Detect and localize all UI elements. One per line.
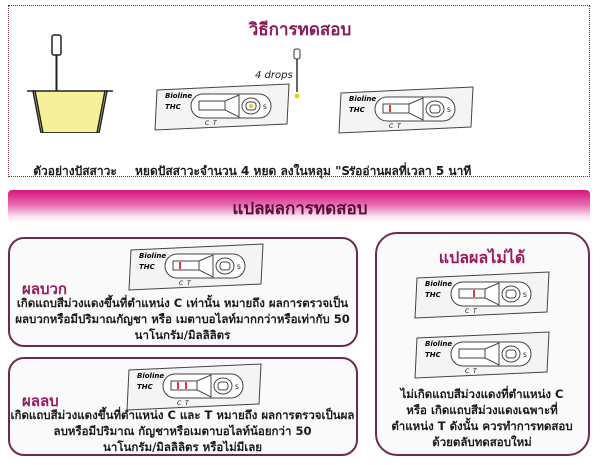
cassette-c-label: C xyxy=(465,308,470,315)
positive-title: ผลบวก xyxy=(22,280,68,298)
cassette-brand: Bioline xyxy=(349,95,376,103)
cassette-brand: Bioline xyxy=(425,340,452,348)
text-line: เกิดแถบสีม่วงแดงขึ้นที่ตำแหน่ง C เท่านั้… xyxy=(16,296,349,310)
method-title: วิธีการทดสอบ xyxy=(248,20,352,40)
text-line: ด้วยตลับทดสอบใหม่ xyxy=(432,435,532,449)
negative-description: เกิดแถบสีม่วงแดงขึ้นที่ตำแหน่ง C และ T ห… xyxy=(10,407,355,455)
test-cassette: Bioline THC S C T xyxy=(125,362,263,416)
cassette-s-label: S xyxy=(235,384,239,391)
invalid-title: แปลผลไม่ได้ xyxy=(438,248,526,267)
cassette-s-label: S xyxy=(237,264,241,271)
test-cassette: Bioline THC S C T xyxy=(153,82,291,136)
cassette-t-label: T xyxy=(397,123,402,130)
cassette-t-label: T xyxy=(185,400,190,407)
text-line: ลบหรือมีปริมาณ กัญชาหรือเมตาบอไลท์น้อยกว… xyxy=(53,424,312,438)
text-line: นาโนกรัม/มิลลิลิตร xyxy=(134,328,231,342)
urine-cup-illustration xyxy=(27,34,113,133)
text-line: ตำแหน่ง T ดังนั้น ควรทำการทดสอบ xyxy=(391,419,573,433)
text-line: นาโนกรัม/มิลลิลิตร หรือไม่มีเลย xyxy=(103,440,262,454)
cassette-c-label: C xyxy=(179,280,184,287)
test-cassette: Bioline THC S C T xyxy=(413,330,551,384)
cassette-product: THC xyxy=(139,263,156,271)
dropper-icon xyxy=(293,48,301,99)
test-cassette: Bioline THC S C T xyxy=(127,242,265,296)
cassette-t-label: T xyxy=(473,368,478,375)
test-cassette: Bioline THC S C T xyxy=(413,270,551,324)
positive-description: เกิดแถบสีม่วงแดงขึ้นที่ตำแหน่ง C เท่านั้… xyxy=(10,295,355,343)
text-line: ไม่เกิดแถบสีม่วงแดงที่ตำแหน่ง C xyxy=(400,387,564,401)
cassette-brand: Bioline xyxy=(425,280,452,288)
negative-title: ผลลบ xyxy=(22,392,59,410)
cassette-s-label: S xyxy=(263,104,267,111)
cassette-brand: Bioline xyxy=(165,92,192,100)
cassette-s-label: S xyxy=(523,292,527,299)
text-line: หรือ เกิดแถบสีม่วงแดงเฉพาะที่ xyxy=(406,403,558,417)
drops-annotation: 4 drops xyxy=(255,70,293,81)
interpretation-title: แปลผลการทดสอบ xyxy=(232,199,368,219)
cassette-t-label: T xyxy=(187,280,192,287)
cassette-c-label: C xyxy=(177,400,182,407)
cassette-t-label: T xyxy=(473,308,478,315)
urine-drop xyxy=(249,104,253,108)
cassette-c-label: C xyxy=(205,120,210,127)
cassette-c-label: C xyxy=(465,368,470,375)
cassette-product: THC xyxy=(165,103,182,111)
cassette-brand: Bioline xyxy=(139,252,166,260)
step1-caption: ตัวอย่างปัสสาวะ xyxy=(33,164,117,178)
cassette-t-label: T xyxy=(213,120,218,127)
cassette-product: THC xyxy=(425,351,442,359)
cassette-product: THC xyxy=(349,106,366,114)
cassette-brand: Bioline xyxy=(137,372,164,380)
cassette-s-label: S xyxy=(447,107,451,114)
cassette-c-label: C xyxy=(389,123,394,130)
test-method-panel xyxy=(8,5,590,177)
interpretation-banner xyxy=(8,190,590,223)
step3-caption: รออ่านผลที่เวลา 5 นาที xyxy=(348,164,472,178)
text-line: เกิดแถบสีม่วงแดงขึ้นที่ตำแหน่ง C และ T ห… xyxy=(10,408,355,422)
cassette-s-label: S xyxy=(523,352,527,359)
text-line: ผลบวกหรือมีปริมาณกัญชา หรือ เมตาบอไลท์มา… xyxy=(15,312,350,326)
step2-caption: หยดปัสสาวะจำนวน 4 หยด ลงในหลุม "S" xyxy=(135,164,357,178)
invalid-description: ไม่เกิดแถบสีม่วงแดงที่ตำแหน่ง C หรือ เกิ… xyxy=(377,386,587,450)
test-cassette: Bioline THC S C T xyxy=(337,85,475,139)
cassette-product: THC xyxy=(425,291,442,299)
cassette-product: THC xyxy=(137,383,154,391)
